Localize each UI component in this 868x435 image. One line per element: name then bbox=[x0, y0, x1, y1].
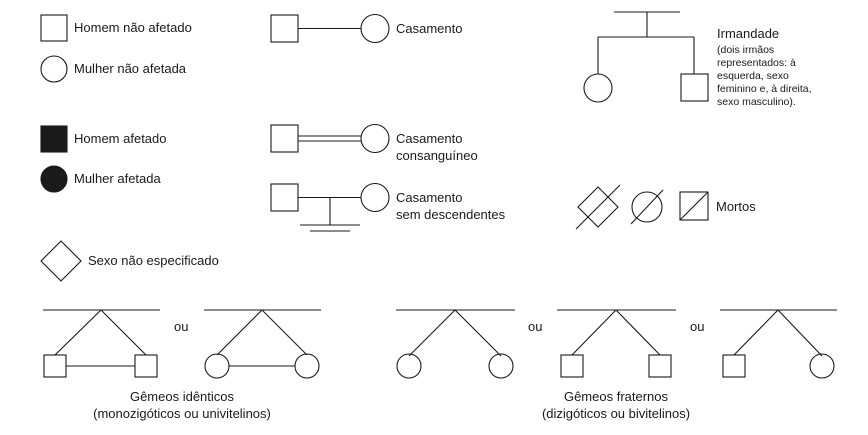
consanguineous-marriage-label-1: Casamento bbox=[396, 131, 462, 146]
fraternal-twins-female-symbol bbox=[396, 309, 515, 379]
deceased-unspecified-symbol bbox=[575, 184, 621, 230]
marriage-symbol bbox=[270, 13, 390, 44]
childless-marriage-symbol bbox=[270, 182, 390, 232]
deceased-male-symbol bbox=[679, 191, 709, 221]
affected-female-label: Mulher afetada bbox=[74, 171, 161, 186]
or-label-2: ou bbox=[528, 319, 542, 334]
affected-female-symbol bbox=[40, 165, 68, 193]
identical-twins-label-2: (monozigóticos ou univitelinos) bbox=[93, 406, 271, 421]
identical-twins-female-symbol bbox=[204, 309, 321, 379]
siblings-note-2: representados: à bbox=[717, 57, 796, 69]
or-label-1: ou bbox=[174, 319, 188, 334]
deceased-female-symbol bbox=[630, 189, 664, 225]
consanguineous-marriage-label-2: consanguíneo bbox=[396, 148, 478, 163]
fraternal-twins-label-2: (dizigóticos ou bivitelinos) bbox=[542, 406, 690, 421]
deceased-label: Mortos bbox=[716, 199, 756, 214]
siblings-note-5: sexo masculino). bbox=[717, 96, 796, 108]
siblings-note-3: esquerda, sexo bbox=[717, 70, 789, 82]
siblings-note-4: feminino e, à direita, bbox=[717, 83, 812, 95]
unaffected-male-symbol bbox=[40, 14, 68, 42]
siblings-symbol bbox=[583, 11, 709, 103]
childless-marriage-label-2: sem descendentes bbox=[396, 207, 506, 222]
unspecified-sex-label: Sexo não especificado bbox=[88, 253, 219, 268]
unaffected-female-label: Mulher não afetada bbox=[74, 61, 187, 76]
identical-twins-label-1: Gêmeos idênticos bbox=[130, 389, 235, 404]
unspecified-sex-symbol bbox=[40, 240, 82, 282]
affected-male-label: Homem afetado bbox=[74, 131, 167, 146]
identical-twins-male-symbol bbox=[43, 309, 160, 378]
unaffected-male-label: Homem não afetado bbox=[74, 20, 192, 35]
fraternal-twins-mixed-symbol bbox=[720, 309, 837, 379]
marriage-label: Casamento bbox=[396, 21, 462, 36]
fraternal-twins-label-1: Gêmeos fraternos bbox=[564, 389, 669, 404]
childless-marriage-label-1: Casamento bbox=[396, 190, 462, 205]
consanguineous-marriage-symbol bbox=[270, 123, 390, 154]
fraternal-twins-male-symbol bbox=[557, 309, 676, 378]
siblings-note-1: (dois irmãos bbox=[717, 44, 774, 56]
siblings-title: Irmandade bbox=[717, 26, 779, 41]
or-label-3: ou bbox=[690, 319, 704, 334]
unaffected-female-symbol bbox=[40, 55, 68, 83]
affected-male-symbol bbox=[40, 125, 68, 153]
